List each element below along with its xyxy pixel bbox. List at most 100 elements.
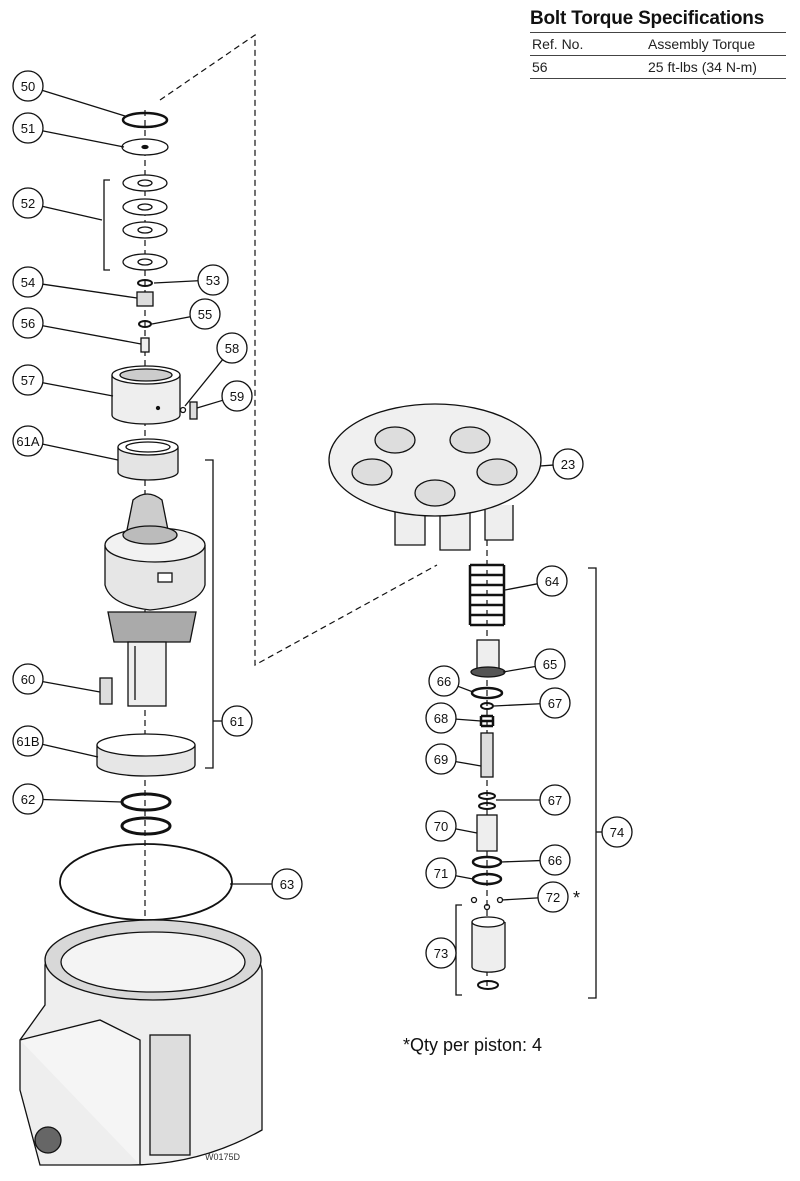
part-64-spring: [468, 563, 506, 627]
leader-line: [457, 685, 474, 693]
callout-61B: 61B: [12, 725, 99, 758]
callout-label: 55: [198, 307, 212, 322]
callout-circle: [221, 705, 253, 737]
leader-line: [42, 743, 99, 758]
callout-circle: [425, 743, 457, 775]
bracket-61: [205, 459, 214, 769]
leader-line: [500, 859, 541, 863]
leader-line: [42, 325, 142, 345]
callout-54: 54: [12, 266, 138, 299]
part-59-key: [189, 401, 198, 420]
leader-line: [196, 399, 223, 409]
callout-53: 53: [153, 264, 229, 296]
part-61-piston-assembly: [104, 493, 206, 707]
bolt-torque-table: Bolt Torque Specifications Ref. No. Asse…: [530, 8, 786, 79]
callout-63: 63: [230, 868, 303, 900]
part-73-cup: [471, 916, 506, 990]
callout-65: 65: [502, 648, 566, 680]
part-66-oring: [470, 686, 504, 700]
callout-circle: [189, 298, 221, 330]
callout-circle: [12, 112, 44, 144]
callout-circle: [539, 784, 571, 816]
leader-line: [539, 464, 554, 467]
callout-circle: [539, 687, 571, 719]
callout-circle: [12, 266, 44, 298]
part-54-nut: [136, 291, 154, 307]
callout-label: 65: [543, 657, 557, 672]
part-65-cylinder: [470, 639, 506, 678]
callout-label: 59: [230, 389, 244, 404]
callout-circle: [539, 844, 571, 876]
callout-label: 68: [434, 711, 448, 726]
callout-62: 62: [12, 783, 123, 815]
callout-circle: [425, 810, 457, 842]
callout-label: 61A: [16, 434, 39, 449]
callout-circle: [425, 857, 457, 889]
leader-line: [455, 760, 482, 767]
callout-label: 71: [434, 866, 448, 881]
callout-circle: [425, 937, 457, 969]
callout-69: 69: [425, 743, 482, 775]
part-69-pin: [480, 732, 494, 778]
part-63-oring: [59, 843, 233, 921]
leader-line: [42, 89, 126, 117]
callout-label: 51: [21, 121, 35, 136]
callout-23: 23: [539, 448, 584, 480]
part-50-oring: [121, 111, 169, 129]
callout-74: 74: [596, 816, 633, 848]
callout-label: 54: [21, 275, 35, 290]
callout-label: 61: [230, 714, 244, 729]
callout-68: 68: [425, 702, 482, 734]
callout-label: 74: [610, 825, 624, 840]
callout-circle: [537, 881, 569, 913]
leader-line: [502, 665, 536, 673]
callout-71: 71: [425, 857, 474, 889]
callout-circle: [425, 702, 457, 734]
callout-72: 72: [501, 881, 569, 913]
callout-circle: [601, 816, 633, 848]
footnote: *Qty per piston: 4: [403, 1035, 543, 1055]
callout-circle: [534, 648, 566, 680]
callout-label: 67: [548, 696, 562, 711]
callout-circle: [221, 380, 253, 412]
callout-circle: [12, 307, 44, 339]
callout-66: 66: [428, 665, 474, 697]
callout-circle: [12, 425, 44, 457]
part-58-ball: [179, 406, 187, 414]
part-23-manifold: [328, 403, 542, 551]
leader-line: [42, 382, 114, 397]
part-68-spring: [479, 714, 495, 728]
callout-57: 57: [12, 364, 114, 397]
part-53-ring: [137, 279, 153, 287]
leader-line: [42, 205, 103, 221]
leader-line: [151, 316, 191, 325]
callout-61: 61: [213, 705, 253, 737]
callout-circle: [197, 264, 229, 296]
leader-line: [42, 283, 138, 299]
callout-label: 53: [206, 273, 220, 288]
drawing-code: W0175D: [205, 1152, 241, 1162]
part-70-sleeve: [476, 814, 498, 852]
callout-circle: [428, 665, 460, 697]
callout-circle: [216, 332, 248, 364]
part-67-rings: [478, 792, 496, 810]
callout-circle: [536, 565, 568, 597]
leader-line: [42, 443, 119, 461]
callout-label: 58: [225, 341, 239, 356]
callout-58: 58: [184, 332, 248, 407]
part-61b-bearing-cup: [96, 733, 196, 777]
table-header-row: Ref. No. Assembly Torque: [530, 33, 786, 56]
callout-circle: [12, 663, 44, 695]
callout-label: 23: [561, 457, 575, 472]
bracket-74: [588, 567, 597, 999]
bracket-52: [103, 179, 110, 271]
leader-line: [42, 681, 101, 693]
callout-label: 66: [437, 674, 451, 689]
callout-label: 67: [548, 793, 562, 808]
part-62-seals: [120, 792, 172, 836]
part-56-bolt: [140, 337, 150, 353]
callout-label: 61B: [16, 734, 39, 749]
leader-line: [504, 583, 538, 591]
callout-55: 55: [151, 298, 221, 330]
part-51-disc: [121, 138, 169, 156]
